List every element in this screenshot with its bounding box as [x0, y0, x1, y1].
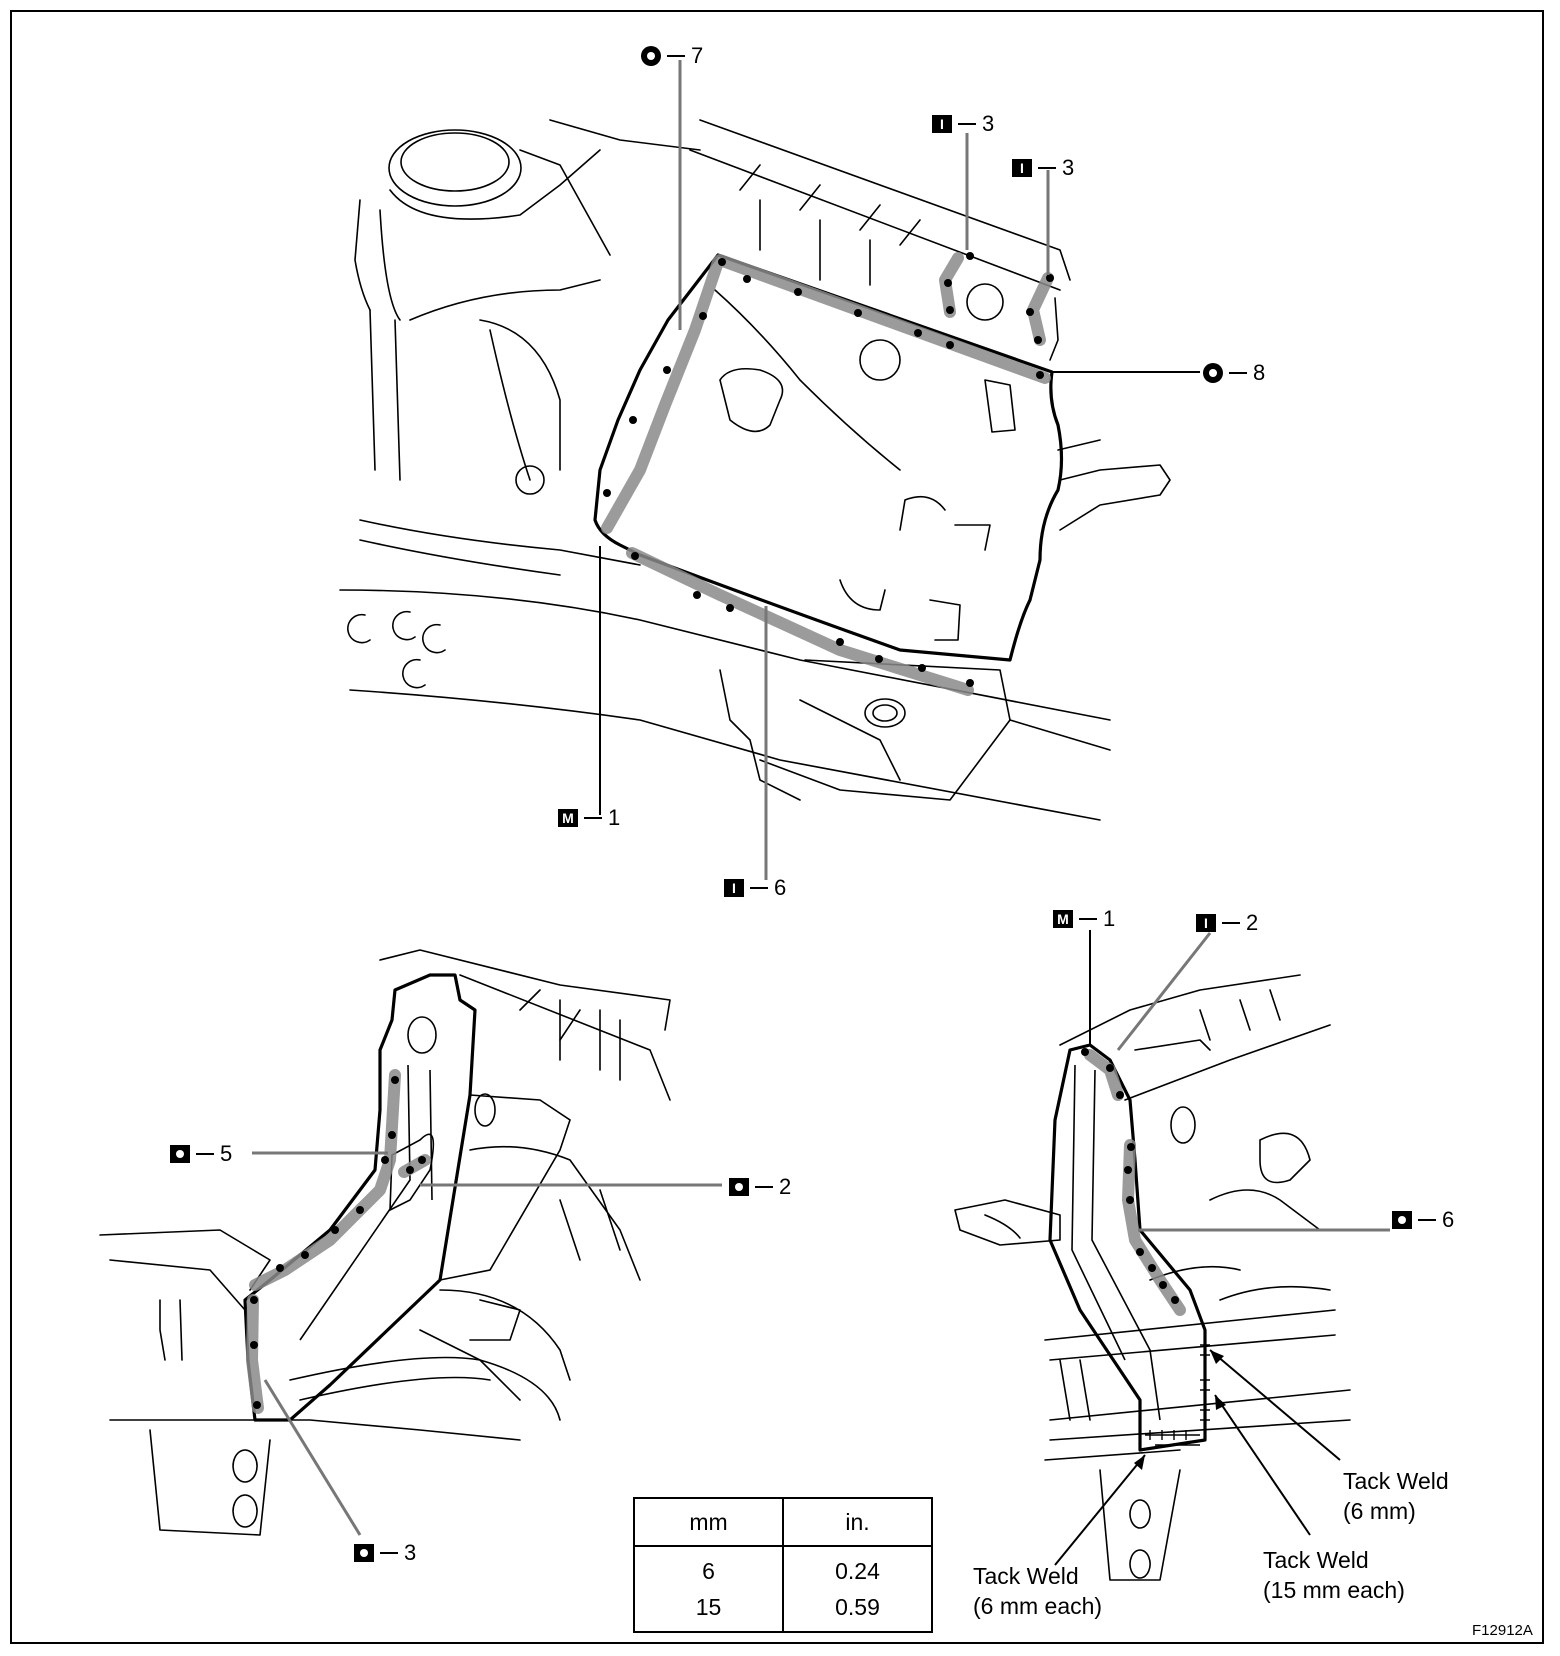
circle-dot-weld-icon: [1203, 363, 1223, 383]
note-line: (15 mm each): [1263, 1577, 1405, 1603]
mig-weld-m-icon: M: [1053, 910, 1073, 928]
cell-mm: 6: [634, 1546, 784, 1589]
spot-weld-i-icon: I: [1012, 159, 1032, 177]
right-weld-bands: [1084, 1049, 1186, 1316]
circle-dot-weld-icon: [641, 46, 661, 66]
unit-conversion-table: mm in. 6 0.24 15 0.59: [633, 1497, 933, 1633]
spot-weld-i-icon: I: [932, 115, 952, 133]
callout-number: 2: [779, 1174, 792, 1199]
tack-weld-marks: [1145, 1340, 1210, 1446]
callout-number: 2: [1246, 910, 1259, 935]
callout-number: 7: [691, 43, 704, 68]
note-line: (6 mm): [1343, 1498, 1416, 1524]
note-line: Tack Weld: [1263, 1547, 1369, 1573]
diagram-frame: [10, 10, 1544, 1644]
note-line: Tack Weld: [1343, 1468, 1449, 1494]
bottom-left-view-background: [99, 949, 671, 1536]
note-tack-weld-15mm-each: Tack Weld (15 mm each): [1263, 1545, 1405, 1605]
spot-weld-i-icon: I: [1196, 914, 1216, 932]
note-tack-weld-6mm-each: Tack Weld (6 mm each): [973, 1561, 1102, 1621]
note-line: Tack Weld: [973, 1563, 1079, 1589]
header-in: in.: [783, 1498, 932, 1547]
square-dot-weld-icon: [170, 1145, 190, 1163]
square-dot-weld-icon: [729, 1178, 749, 1196]
left-pillar-panel: [243, 973, 477, 1422]
left-pillar-details: [299, 1016, 571, 1341]
callout-number: 8: [1253, 360, 1266, 385]
cell-mm: 15: [634, 1589, 784, 1632]
table-header-row: mm in.: [634, 1498, 932, 1547]
callout-number: 5: [220, 1141, 233, 1166]
mig-weld-m-icon: M: [558, 809, 578, 827]
table-row: 15 0.59: [634, 1589, 932, 1632]
callout-number: 1: [1103, 906, 1116, 931]
callout-o6: 6: [1392, 1209, 1454, 1231]
callout-number: 1: [608, 805, 621, 830]
callout-number: 3: [982, 111, 995, 136]
header-mm: mm: [634, 1498, 784, 1547]
left-leader-lines: [252, 1151, 722, 1536]
right-pillar-details: [1071, 1064, 1161, 1421]
figure-id: F12912A: [1472, 1622, 1533, 1639]
note-line: (6 mm each): [973, 1593, 1103, 1619]
top-replacement-panel: [593, 253, 1064, 662]
top-panel-details: [714, 289, 1101, 641]
cell-in: 0.59: [835, 1593, 880, 1620]
callout-number: 3: [404, 1540, 417, 1565]
top-view-background: [339, 119, 1171, 821]
right-weld-points: [1081, 1048, 1179, 1304]
callout-number: 6: [1442, 1207, 1455, 1232]
leader-arrowheads: [1134, 1350, 1226, 1470]
spot-weld-i-icon: I: [724, 879, 744, 897]
cell-in: 0.24: [835, 1557, 880, 1584]
square-dot-weld-icon: [354, 1544, 374, 1562]
callout-o5: 5: [170, 1143, 232, 1165]
callout-number: 3: [1062, 155, 1075, 180]
square-dot-weld-icon: [1392, 1211, 1412, 1229]
callout-o3: 3: [354, 1542, 416, 1564]
left-weld-bands: [246, 1069, 431, 1414]
bottom-right-view-background: [954, 974, 1351, 1581]
top-weld-points: [603, 252, 1054, 687]
table-row: 6 0.24: [634, 1546, 932, 1589]
right-leader-lines: [1054, 930, 1390, 1566]
top-leader-lines: [599, 60, 1200, 880]
callout-number: 6: [774, 875, 787, 900]
left-weld-points: [250, 1076, 426, 1409]
note-tack-weld-6mm: Tack Weld (6 mm): [1343, 1466, 1449, 1526]
callout-o7: 7: [641, 45, 703, 67]
callout-o8: 8: [1203, 362, 1265, 384]
right-pillar-panel: [1048, 1043, 1207, 1452]
callout-o2: 2: [729, 1176, 791, 1198]
